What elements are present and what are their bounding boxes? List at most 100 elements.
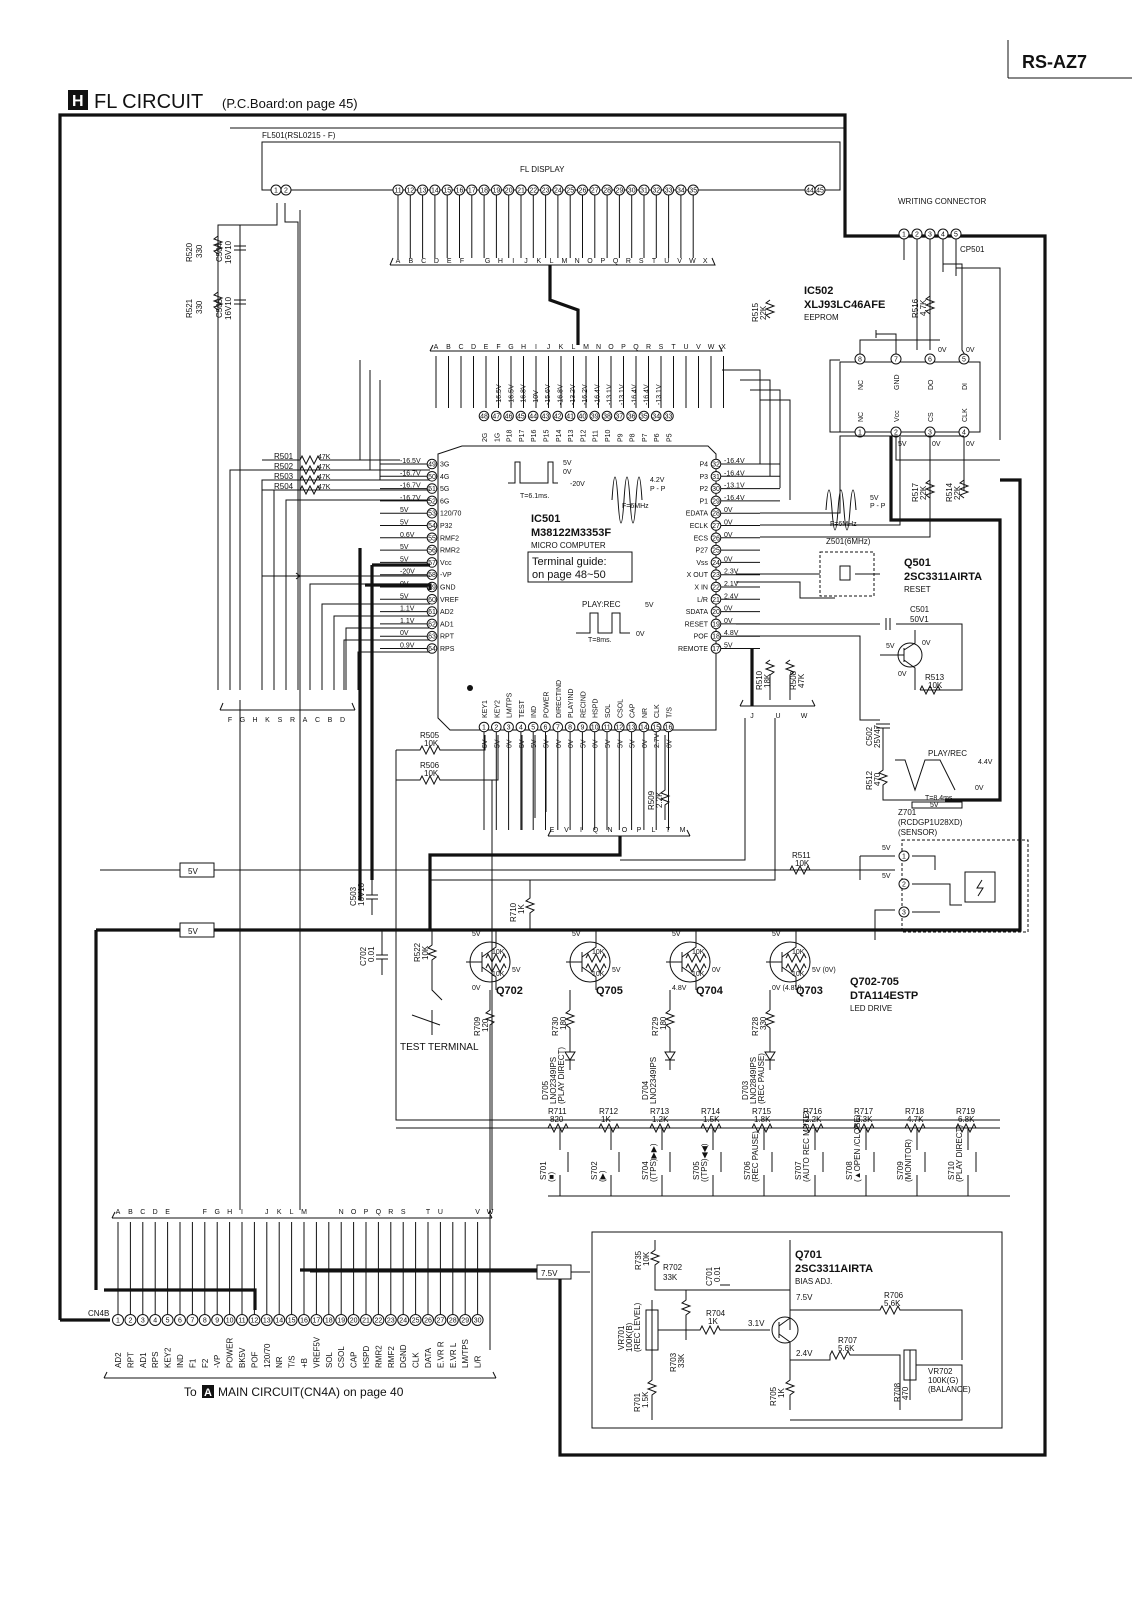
waveform-6mhz: 4.2V P - P F=6MHz: [611, 476, 666, 524]
wave3-label: PLAY:REC: [582, 600, 621, 609]
cn4b-letter-3: D: [153, 1209, 158, 1216]
ic501-pin-44-circle: [527, 410, 539, 422]
ic501-pin-17: 17: [712, 646, 720, 653]
ic501-bus-letter-H: H: [521, 344, 526, 351]
r520-label: R520: [185, 242, 194, 262]
led-D703-rval: 330: [759, 1016, 768, 1030]
cn4b-to-text: MAIN CIRCUIT(CN4A) on page 40: [218, 1385, 404, 1399]
transistor-Q704-r1: [685, 952, 707, 964]
transistor-Q702-leads: [466, 934, 497, 990]
r512-ref: R512: [865, 770, 874, 790]
ic501-rightname-30: P2: [699, 486, 708, 493]
switch-S702-symbol: [610, 1128, 620, 1196]
r513-value: 10K: [928, 681, 943, 690]
cn4b-pin-23: 23: [387, 1318, 395, 1325]
switch-S706-symbol: [763, 1128, 773, 1196]
cn4b-pin-7: 7: [190, 1318, 194, 1325]
ic501-pin-52: 52: [428, 498, 436, 505]
ic501-leftname-50: 4G: [440, 474, 449, 481]
cn4b-letter-14: L: [290, 1209, 294, 1216]
ic501-pin-56: 56: [428, 548, 436, 555]
ic501-pin-63: 63: [428, 634, 436, 641]
ic502-pin-5: 5: [962, 357, 966, 364]
ladder-val-R714: 1.5K: [703, 1115, 720, 1124]
ic501-pin-21-circle: [710, 594, 722, 605]
cn4b-pin-24-circle: [397, 1314, 410, 1326]
ic502-top-routing: [859, 330, 940, 354]
fl-pin-1: 1: [274, 188, 278, 195]
fl-bus-letter-21: U: [664, 258, 669, 265]
ic501-leftvolt-58: -20V: [400, 569, 415, 576]
ic501-pin-b3: 3: [507, 725, 511, 732]
ic501-leftvolt-55: 0.6V: [400, 532, 415, 539]
ic502-pin-1-circle: [854, 426, 866, 438]
ic502-res-ref-3: R514: [945, 482, 954, 502]
rail-5v-upper: 5V: [179, 862, 215, 878]
cn4b-pin-18-circle: [322, 1314, 335, 1326]
ic501-topvolt-10: -13.1V: [619, 384, 626, 405]
ic501-botvolt-7: 0V: [556, 739, 563, 748]
ic501-lres-R503: [299, 474, 321, 486]
ic502-res-val-2: 22K: [919, 485, 928, 500]
ic501-pin-51: 51: [428, 486, 436, 493]
cn4b-pin-16-circle: [298, 1314, 310, 1326]
fl-pin-32: 32: [652, 188, 660, 195]
ic502-pin-6-circle: [924, 353, 936, 365]
ic501-leftname-61: AD2: [440, 609, 454, 616]
ic501-rightvolt-27: 0V: [724, 520, 733, 527]
switch-S702-ref: S702: [590, 1161, 599, 1180]
ic501-pin-b11: 11: [603, 725, 610, 732]
ic501-ref: IC501: [531, 513, 560, 525]
ic501-pin-b2: 2: [494, 725, 498, 732]
ic501-pin-18-circle: [710, 630, 722, 642]
ic501-pin-21: 21: [712, 597, 720, 604]
z701-desc: (SENSOR): [898, 828, 937, 837]
ic501-rightvolt-18: 4.8V: [724, 630, 739, 637]
fl-bus-letter-5: F: [460, 258, 464, 265]
evi-bus-letter-5: O: [622, 827, 628, 834]
ic501-lres-R504: [299, 484, 321, 496]
ladder-res-R713: [649, 1122, 671, 1134]
r521-value: 330: [195, 300, 204, 314]
ic501-pin-b8: 8: [568, 725, 572, 732]
ladder-ref-R716: R716: [803, 1107, 823, 1116]
transistor-Q704-bot: 4.8V: [672, 985, 687, 992]
ic501-pin-60-circle: [426, 594, 438, 605]
cn4b-pin-15: 15: [288, 1318, 296, 1325]
ic501-rightname-24: Vss: [696, 560, 708, 567]
cn4b-letter-26: U: [438, 1209, 443, 1216]
left-bus-letter-5: R: [290, 717, 295, 724]
ladder-val-R715: 1.8K: [754, 1115, 771, 1124]
ic501-pin-b1-circle: [478, 721, 490, 733]
ic501-pin-b2-circle: [491, 721, 502, 733]
ic501-bus-letter-X: X: [721, 344, 726, 351]
sensor-pin-2: 2: [902, 882, 906, 889]
ic501-rightname-21: L/R: [697, 597, 708, 604]
ic501-rightname-26: ECS: [694, 535, 709, 542]
cn4b-letter-21: Q: [376, 1209, 382, 1216]
r701-ref: R701: [633, 1392, 642, 1412]
cn4b-letter-23: S: [401, 1209, 406, 1216]
ic502-pin-4: 4: [962, 430, 966, 437]
cn4b-pin-13: 13: [263, 1318, 271, 1325]
ic501-lres-ref-0: R501: [274, 452, 294, 461]
ic501-pin-18: 18: [712, 634, 720, 641]
ic501-pin-47-circle: [491, 410, 502, 422]
ic501-pin-b9: 9: [580, 725, 584, 732]
transistor-Q702-bot: 0V: [472, 985, 481, 992]
fl-bus-letter-8: H: [498, 258, 503, 265]
ic501-topvolt-5: -16.8V: [558, 384, 565, 405]
cn4b-name-16: +B: [300, 1358, 309, 1368]
ic502-pin-8: 8: [858, 357, 862, 364]
ic501-leftvolt-54: 5V: [400, 520, 409, 527]
ic501-pin-59: 59: [428, 585, 436, 592]
cn4b-pin-22-circle: [372, 1314, 385, 1326]
q501-volt-b: 5V: [886, 643, 895, 650]
ic501-pin-b4-circle: [515, 721, 527, 733]
ic501-bus-letter-D: D: [471, 344, 476, 351]
r709-value: 120: [481, 1018, 490, 1032]
vr701-value: 100K(B): [625, 1322, 634, 1352]
ic501-topname-37: P9: [617, 433, 624, 442]
juw-bus-letter-2: W: [801, 713, 808, 720]
